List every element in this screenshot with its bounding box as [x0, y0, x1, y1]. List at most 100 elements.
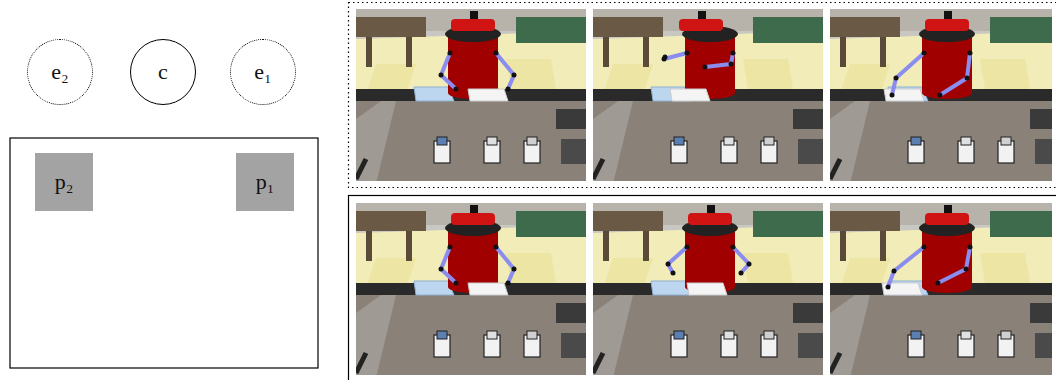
render-part — [724, 137, 734, 145]
render-part — [764, 331, 774, 339]
robot-render — [830, 203, 1052, 375]
render-part — [961, 331, 971, 339]
state-circle: c — [130, 39, 196, 105]
state-circle: e₁ — [230, 39, 296, 105]
render-part — [356, 295, 396, 375]
render-part — [747, 262, 752, 267]
render-part — [840, 37, 846, 67]
render-part — [664, 53, 687, 59]
render-part — [406, 231, 412, 261]
render-part — [733, 247, 749, 273]
render-part — [496, 53, 514, 89]
render-part — [506, 59, 556, 89]
render-part — [356, 101, 396, 181]
render-part — [922, 245, 927, 250]
render-part — [356, 295, 586, 375]
render-part — [922, 51, 927, 56]
robot-render — [830, 9, 1052, 181]
render-part — [512, 267, 517, 272]
render-part — [506, 253, 556, 283]
node-label: p₁ — [256, 171, 275, 193]
render-part — [494, 245, 499, 250]
render-part — [1001, 137, 1011, 145]
node-label: c — [158, 61, 168, 83]
render-part — [793, 109, 823, 129]
render-part — [964, 267, 969, 272]
render-part — [990, 211, 1052, 237]
render-part — [936, 281, 941, 286]
render-part — [437, 331, 447, 339]
render-part — [643, 231, 649, 261]
render-part — [674, 331, 684, 339]
table-outline — [10, 138, 318, 368]
render-part — [643, 37, 649, 67]
render-part — [890, 93, 895, 98]
render-part — [593, 203, 823, 375]
render-part — [527, 137, 537, 145]
render-part — [448, 51, 453, 56]
state-circle: e₂ — [27, 39, 93, 105]
render-part — [798, 333, 823, 358]
render-part — [731, 245, 736, 250]
render-part — [731, 51, 736, 56]
render-part — [506, 87, 511, 92]
render-part — [439, 267, 444, 272]
render-part — [356, 159, 366, 179]
render-part — [685, 245, 690, 250]
render-part — [451, 213, 495, 225]
render-part — [830, 101, 1052, 181]
render-part — [671, 271, 676, 276]
render-part — [506, 281, 511, 286]
render-part — [439, 73, 444, 78]
render-part — [516, 211, 586, 237]
node-label: e₂ — [51, 61, 68, 83]
render-part — [965, 76, 970, 81]
render-part — [356, 353, 366, 373]
robot-renders — [356, 9, 1056, 378]
render-part — [938, 247, 970, 283]
render-part — [516, 17, 586, 43]
render-part — [830, 295, 870, 375]
render-part — [753, 211, 823, 237]
render-part — [356, 9, 586, 181]
render-part — [830, 17, 900, 37]
render-part — [729, 62, 734, 67]
render-part — [593, 9, 823, 181]
render-part — [356, 89, 586, 101]
render-part — [911, 137, 921, 145]
render-part — [561, 333, 586, 358]
render-part — [593, 295, 823, 375]
render-part — [527, 331, 537, 339]
render-part — [830, 211, 900, 231]
render-part — [968, 245, 973, 250]
render-part — [884, 89, 924, 101]
render-part — [663, 55, 668, 60]
render-part — [882, 283, 922, 295]
render-part — [888, 247, 924, 287]
render-part — [840, 231, 846, 261]
render-part — [593, 17, 663, 37]
render-part — [830, 295, 1052, 375]
render-part — [496, 247, 514, 283]
render-part — [356, 203, 586, 375]
render-part — [892, 269, 897, 274]
render-part — [593, 211, 663, 231]
render-part — [892, 53, 924, 95]
render-part — [880, 231, 886, 261]
render-part — [593, 101, 633, 181]
render-part — [441, 53, 456, 89]
render-part — [556, 109, 586, 129]
render-part — [512, 73, 517, 78]
render-part — [739, 271, 744, 276]
render-part — [487, 137, 497, 145]
render-part — [441, 247, 456, 283]
render-part — [753, 17, 823, 43]
render-part — [454, 87, 459, 92]
render-part — [743, 253, 793, 283]
robot-render — [593, 203, 823, 375]
render-part — [448, 245, 453, 250]
render-part — [674, 137, 684, 145]
render-part — [830, 353, 840, 373]
render-part — [938, 93, 943, 98]
